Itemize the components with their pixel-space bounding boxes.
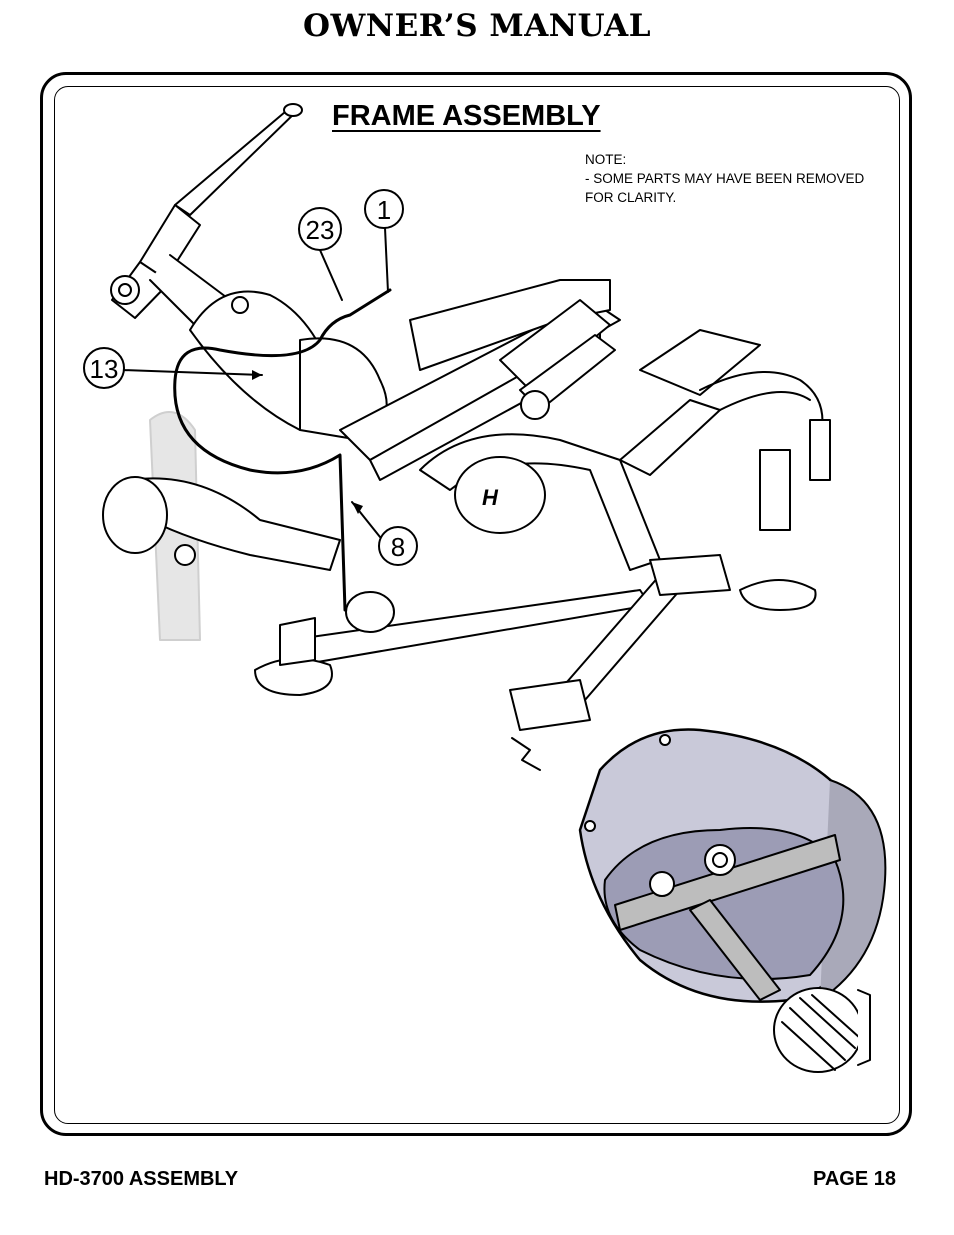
diagonal-support [509,554,817,731]
callout-8-arrow [352,502,363,514]
manual-title: OWNER’S MANUAL [302,8,652,44]
callout-13-circle [83,347,125,389]
callout-8-label: 8 [391,532,405,562]
callout-1-circle [364,189,404,229]
page-frame-outer [40,72,912,1136]
break-mark [511,737,541,771]
assembly-note: NOTE: - SOME PARTS MAY HAVE BEEN REMOVED… [585,150,864,207]
footer-model: HD-3700 ASSEMBLY [44,1168,239,1190]
callout-13-label: 13 [90,354,119,384]
hd-pulley-disc: H [454,456,546,534]
base-rail [254,589,651,696]
front-arm [102,476,341,571]
callout-13-arrow [252,370,262,380]
section-title: FRAME ASSEMBLY [332,100,601,132]
note-line-2: FOR CLARITY. [585,190,677,205]
note-heading: NOTE: [585,152,627,167]
cam-detail-view [578,728,887,1073]
callout-23-circle [298,207,342,251]
svg-text:H: H [482,485,499,510]
callout-8-circle [378,526,418,566]
roller-pads [499,299,616,420]
callout-23-leader [319,249,343,301]
cable-route [173,288,392,612]
callout-23-label: 23 [306,215,335,245]
page-frame-inner [54,86,900,1124]
pulley-housing [189,290,388,441]
callout-13-leader [121,369,263,376]
foot-plate [639,329,831,531]
note-line-1: - SOME PARTS MAY HAVE BEEN REMOVED [585,171,865,186]
callout-1-label: 1 [377,195,391,225]
footer-page-number: PAGE 18 [813,1168,896,1190]
callout-1-leader [384,227,389,293]
